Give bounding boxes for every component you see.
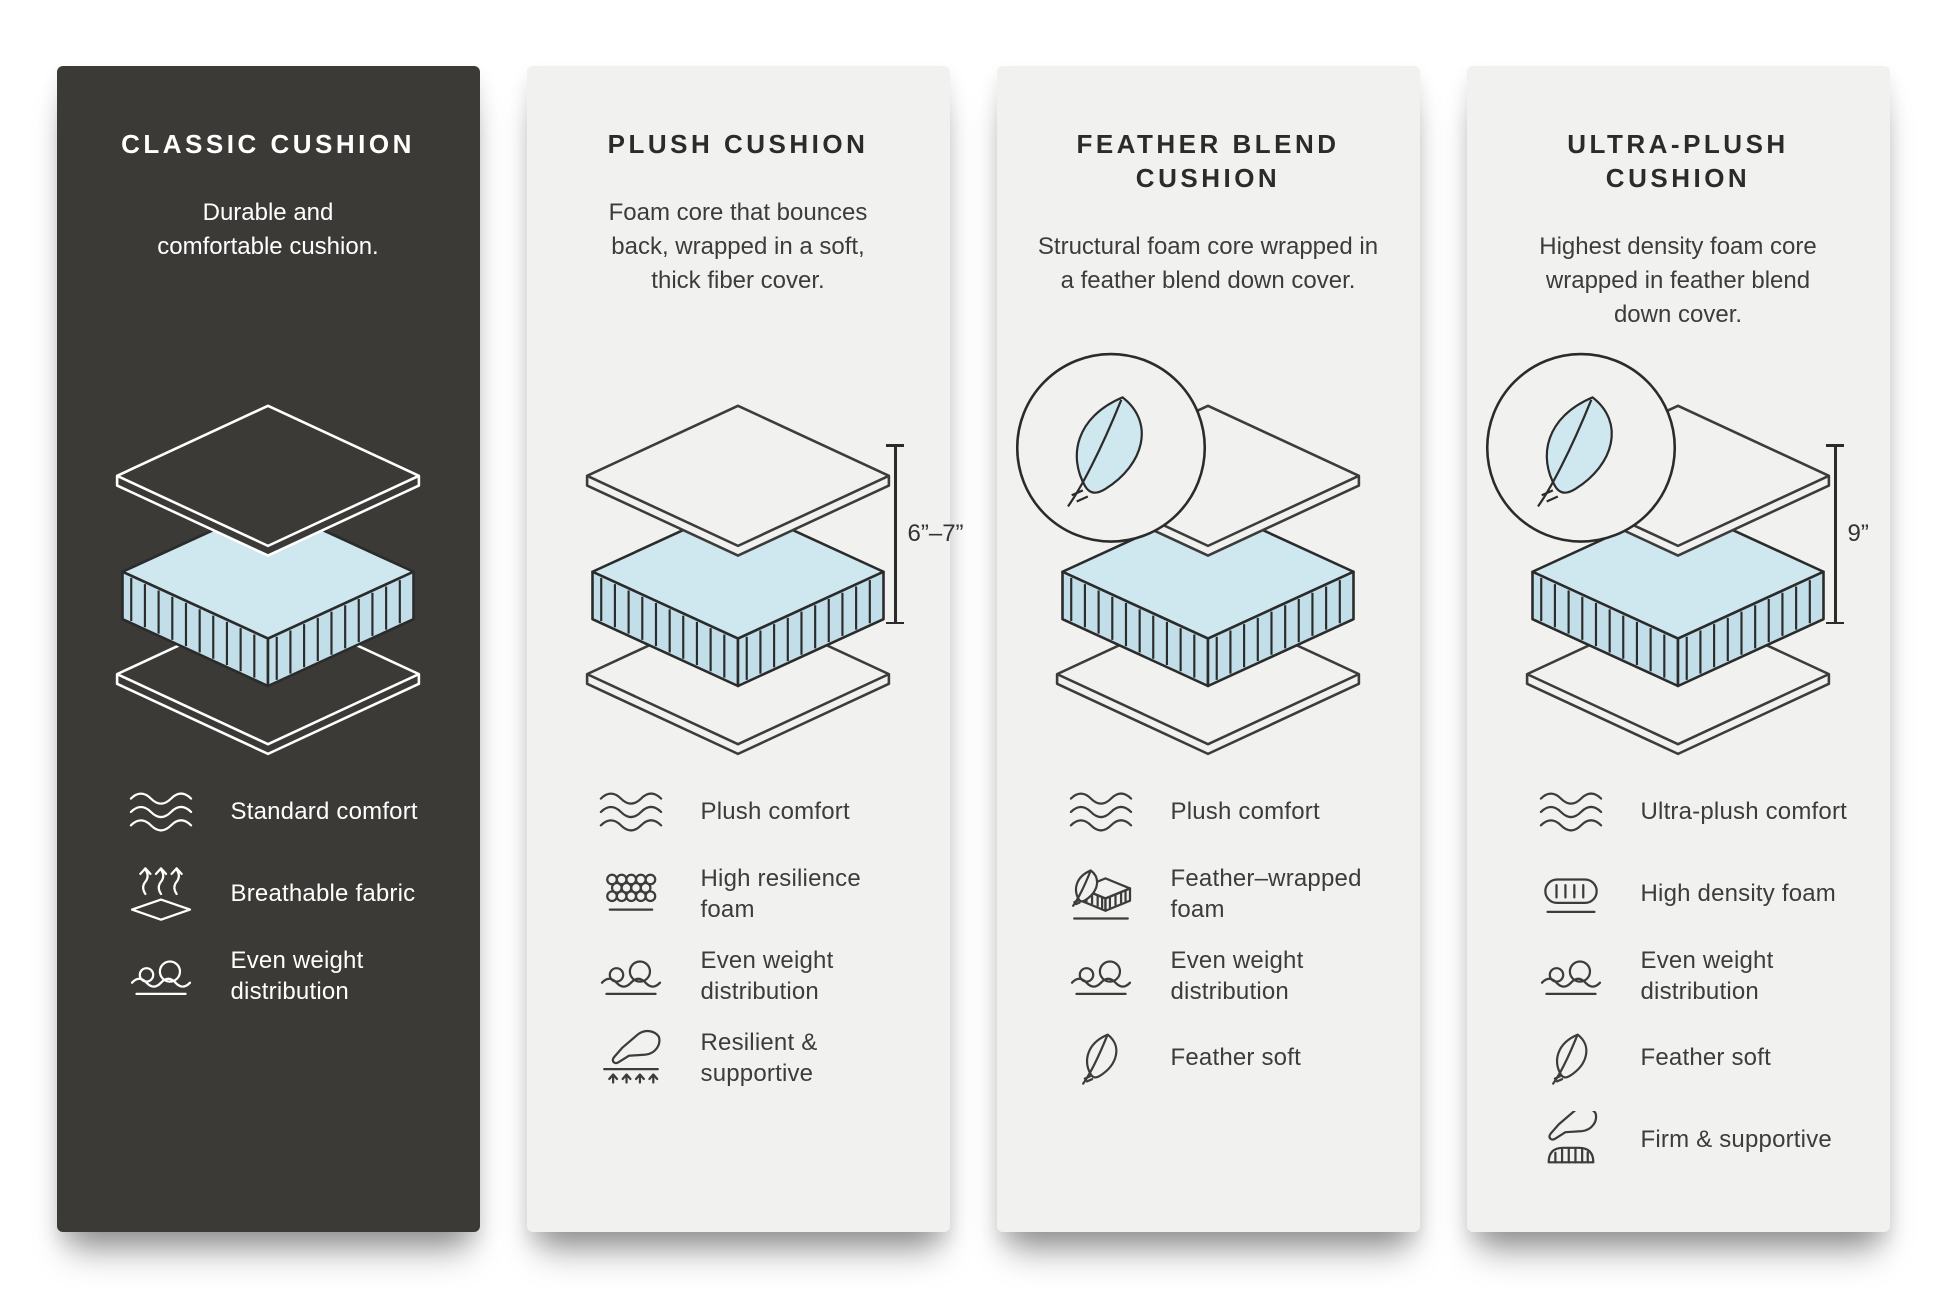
feather-foam-icon <box>1065 865 1137 923</box>
measure-label: 9” <box>1847 520 1869 547</box>
breathable-icon <box>125 865 197 923</box>
cushion-layers-diagram <box>1015 352 1361 756</box>
panel-ultra-plush: ULTRA-PLUSH CUSHION Highest density foam… <box>1466 66 1890 1232</box>
foam-core-layer <box>591 503 885 688</box>
feature-label: Feather soft <box>1170 1044 1301 1072</box>
feature-row: Standard comfort <box>125 777 464 847</box>
cushion-illustration <box>74 344 462 765</box>
panel-header: FEATHER BLEND CUSHION Structural foam co… <box>1013 66 1404 344</box>
feature-row: Even weight distribution <box>1065 941 1404 1011</box>
feature-label: High resilience foam <box>700 864 861 923</box>
feature-row: Firm & supportive <box>1535 1105 1874 1175</box>
height-measure: 6”–7” <box>894 444 964 624</box>
panel-title: PLUSH CUSHION <box>607 129 869 159</box>
panel-plush: PLUSH CUSHION Foam core that bounces bac… <box>526 66 964 1232</box>
foam-core-layer <box>121 503 415 688</box>
feature-list: Ultra-plush comfort High density foam Ev… <box>1483 777 1874 1175</box>
feature-row: Breathable fabric <box>125 859 464 929</box>
feature-row: Feather soft <box>1065 1023 1404 1093</box>
feature-row: Ultra-plush comfort <box>1535 777 1874 847</box>
press-foam-icon <box>1535 1111 1607 1169</box>
panel-header: PLUSH CUSHION Foam core that bounces bac… <box>543 66 934 344</box>
feature-label: Plush comfort <box>1170 798 1320 826</box>
waves-icon <box>1535 783 1607 841</box>
weight-icon <box>1535 947 1607 1005</box>
feather-icon <box>1065 1029 1137 1087</box>
panel-header: CLASSIC CUSHION Durable and comfortable … <box>73 66 464 344</box>
measure-line <box>1834 444 1837 624</box>
feature-row: High density foam <box>1535 859 1874 929</box>
cushion-layers-diagram <box>115 404 421 756</box>
feature-label: Even weight distribution <box>1640 946 1774 1005</box>
panel-feather-blend: FEATHER BLEND CUSHION Structural foam co… <box>996 66 1420 1232</box>
feature-label: Feather soft <box>1640 1044 1771 1072</box>
panel-description: Durable and comfortable cushion. <box>157 198 379 260</box>
panel-description: Foam core that bounces back, wrapped in … <box>608 198 868 294</box>
waves-icon <box>1065 783 1137 841</box>
weight-icon <box>595 947 667 1005</box>
feather-badge <box>1485 352 1677 543</box>
cushion-illustration <box>1014 344 1402 765</box>
feature-row: Feather–wrapped foam <box>1065 859 1404 929</box>
feature-row: Plush comfort <box>595 777 934 847</box>
panel-header: ULTRA-PLUSH CUSHION Highest density foam… <box>1483 66 1874 344</box>
feature-label: Feather–wrapped foam <box>1170 864 1362 923</box>
panel-title: FEATHER BLEND CUSHION <box>1076 129 1340 193</box>
press-icon <box>595 1029 667 1087</box>
top-cover-layer <box>585 404 891 557</box>
panel-description: Highest density foam core wrapped in fea… <box>1539 232 1817 328</box>
panel-classic: CLASSIC CUSHION Durable and comfortable … <box>56 66 480 1232</box>
height-measure: 9” <box>1834 444 1869 624</box>
cushion-layers-diagram <box>585 404 891 756</box>
feature-label: Firm & supportive <box>1640 1126 1832 1154</box>
feather-icon <box>1535 1029 1607 1087</box>
feature-row: High resilience foam <box>595 859 934 929</box>
feature-label: High density foam <box>1640 880 1836 908</box>
weight-icon <box>125 947 197 1005</box>
feature-row: Even weight distribution <box>125 941 464 1011</box>
feature-label: Resilient & supportive <box>700 1028 818 1087</box>
cushion-layers-diagram <box>1485 352 1831 756</box>
feature-row: Even weight distribution <box>1535 941 1874 1011</box>
density-foam-icon <box>1535 865 1607 923</box>
panel-description: Structural foam core wrapped in a feathe… <box>1037 232 1379 294</box>
panel-title: CLASSIC CUSHION <box>121 129 415 159</box>
feature-row: Plush comfort <box>1065 777 1404 847</box>
feature-row: Even weight distribution <box>595 941 934 1011</box>
feature-label: Breathable fabric <box>230 880 416 908</box>
measure-line <box>894 444 897 624</box>
measure-label: 6”–7” <box>907 520 964 547</box>
feature-label: Standard comfort <box>230 798 418 826</box>
cushion-illustration: 6”–7” <box>544 344 964 765</box>
feature-list: Plush comfort Feather–wrapped foam Even … <box>1013 777 1404 1093</box>
panel-title: ULTRA-PLUSH CUSHION <box>1567 129 1789 193</box>
feature-row: Resilient & supportive <box>595 1023 934 1093</box>
feature-label: Even weight distribution <box>1170 946 1304 1005</box>
feature-label: Plush comfort <box>700 798 850 826</box>
foam-cells-icon <box>595 865 667 923</box>
waves-icon <box>595 783 667 841</box>
feature-label: Even weight distribution <box>230 946 364 1005</box>
cushion-illustration: 9” <box>1484 344 1872 765</box>
feature-list: Standard comfort Breathable fabric Even … <box>73 777 464 1011</box>
feature-list: Plush comfort High resilience foam Even … <box>543 777 934 1093</box>
weight-icon <box>1065 947 1137 1005</box>
panel-row: CLASSIC CUSHION Durable and comfortable … <box>0 0 1946 1232</box>
feature-row: Feather soft <box>1535 1023 1874 1093</box>
feather-badge <box>1015 352 1207 543</box>
waves-icon <box>125 783 197 841</box>
feature-label: Even weight distribution <box>700 946 834 1005</box>
top-cover-layer <box>115 404 421 557</box>
feature-label: Ultra-plush comfort <box>1640 798 1848 826</box>
